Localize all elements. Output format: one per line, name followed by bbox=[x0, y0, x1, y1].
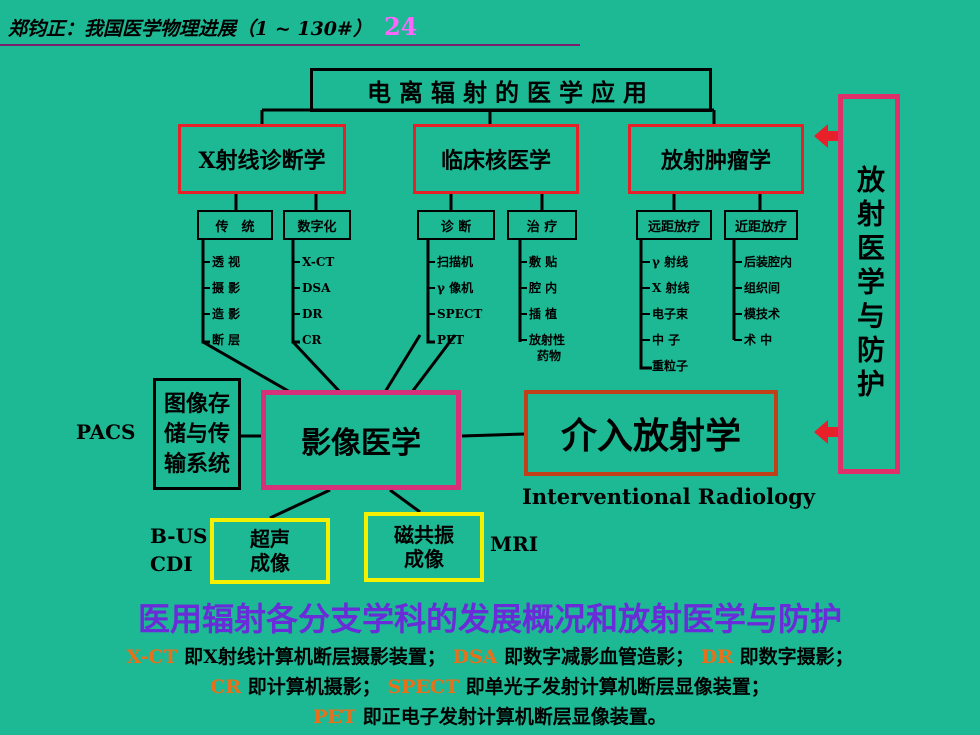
note-text: 即X射线计算机断层摄影装置； bbox=[177, 646, 446, 668]
abbr-spect: SPECT bbox=[387, 676, 460, 698]
list-item: DSA bbox=[302, 281, 331, 295]
interventional-box: 介入放射学 bbox=[524, 390, 778, 476]
sub-digital: 数字化 bbox=[283, 210, 351, 240]
mri-box-line: 磁共振 bbox=[394, 523, 454, 547]
top-title: 电离辐射的医学应用 bbox=[367, 77, 655, 107]
list-item: 中 子 bbox=[652, 333, 681, 347]
list-brachytherapy: 后装腔内 组织间 模技术 术 中 bbox=[744, 249, 792, 353]
list-item: 组织间 bbox=[744, 281, 781, 295]
ultrasound-box-line: 超声 bbox=[250, 527, 290, 551]
list-traditional: 透 视 摄 影 造 影 断 层 bbox=[212, 249, 240, 353]
list-item: 扫描机 bbox=[437, 255, 474, 269]
list-item: 术 中 bbox=[744, 333, 773, 347]
sub-treatment: 治 疗 bbox=[507, 210, 577, 240]
sub-diagnosis: 诊 断 bbox=[417, 210, 495, 240]
branch-oncology: 放射肿瘤学 bbox=[628, 124, 804, 194]
branch-nuclear: 临床核医学 bbox=[413, 124, 579, 194]
imaging-medicine-label: 影像医学 bbox=[301, 426, 421, 461]
ultrasound-box-line: 成像 bbox=[250, 551, 290, 575]
pacs-box-line: 储与传 bbox=[163, 421, 230, 447]
list-item: 后装腔内 bbox=[744, 255, 793, 269]
cdi-label: CDI bbox=[150, 552, 193, 576]
list-item: X-CT bbox=[302, 255, 335, 269]
sub-brachytherapy-label: 近距放疗 bbox=[734, 219, 787, 235]
note-text: 即数字摄影； bbox=[733, 646, 854, 668]
interventional-english: Interventional Radiology bbox=[522, 484, 815, 509]
list-digital: X-CT DSA DR CR bbox=[302, 249, 334, 353]
list-item: 放射性 bbox=[529, 333, 566, 347]
sub-digital-label: 数字化 bbox=[297, 219, 337, 235]
list-item: X 射线 bbox=[652, 281, 690, 295]
abbr-dr: DR bbox=[700, 646, 734, 668]
top-title-box: 电离辐射的医学应用 bbox=[310, 68, 712, 112]
sub-teletherapy-label: 远距放疗 bbox=[647, 219, 700, 235]
list-item: PET bbox=[437, 333, 465, 347]
list-item: 敷 贴 bbox=[529, 255, 558, 269]
pacs-box: 图像存 储与传 输系统 bbox=[153, 378, 241, 490]
note-text: 即单光子发射计算机断层显像装置； bbox=[459, 676, 770, 698]
bus-label: B-US bbox=[150, 524, 208, 548]
sub-treatment-label: 治 疗 bbox=[526, 219, 558, 235]
note-text: 即计算机摄影； bbox=[241, 676, 381, 698]
main-title: 医用辐射各分支学科的发展概况和放射医学与防护 bbox=[137, 600, 842, 638]
list-item: γ 射线 bbox=[652, 255, 689, 269]
sub-traditional: 传 统 bbox=[197, 210, 273, 240]
list-diagnosis: 扫描机 γ 像机 SPECT PET bbox=[437, 249, 482, 353]
branch-nuclear-label: 临床核医学 bbox=[440, 148, 551, 174]
pacs-box-line: 输系统 bbox=[163, 451, 230, 477]
slide-header: 郑钧正：我国医学物理进展（1 ~ 130#） 24 bbox=[8, 12, 417, 41]
abbr-xct: X-CT bbox=[126, 646, 178, 668]
list-item: 模技术 bbox=[744, 307, 781, 321]
pacs-label: PACS bbox=[76, 420, 136, 444]
side-box-label: 放射医学与防护 bbox=[853, 165, 886, 403]
mri-box: 磁共振 成像 bbox=[364, 512, 484, 582]
header-divider bbox=[0, 44, 580, 46]
list-item: 摄 影 bbox=[212, 281, 241, 295]
arrow-icon bbox=[814, 124, 838, 444]
page-number: 24 bbox=[383, 12, 418, 41]
branch-xray-label: X射线诊断学 bbox=[198, 148, 326, 174]
sub-brachytherapy: 近距放疗 bbox=[724, 210, 798, 240]
list-item: 腔 内 bbox=[529, 281, 558, 295]
branch-oncology-label: 放射肿瘤学 bbox=[660, 148, 771, 174]
note-line-3: PET 即正电子发射计算机断层显像装置。 bbox=[0, 702, 980, 729]
list-item: 造 影 bbox=[212, 307, 241, 321]
mri-label: MRI bbox=[490, 532, 539, 556]
list-item: 透 视 bbox=[212, 255, 241, 269]
interventional-label: 介入放射学 bbox=[560, 415, 741, 457]
list-item: SPECT bbox=[437, 307, 483, 321]
pacs-box-line: 图像存 bbox=[163, 391, 230, 417]
abbr-dsa: DSA bbox=[452, 646, 498, 668]
sub-diagnosis-label: 诊 断 bbox=[440, 219, 472, 235]
list-item: DR bbox=[302, 307, 323, 321]
note-line-2: CR 即计算机摄影； SPECT 即单光子发射计算机断层显像装置； bbox=[0, 672, 980, 699]
ultrasound-box: 超声 成像 bbox=[210, 518, 330, 584]
sub-traditional-label: 传 统 bbox=[215, 219, 255, 235]
list-treatment: 敷 贴 腔 内 插 植 放射性 药物 bbox=[529, 249, 565, 364]
header-text: 郑钧正：我国医学物理进展（1 ~ 130#） bbox=[8, 18, 372, 40]
mri-box-line: 成像 bbox=[404, 547, 444, 571]
list-item: CR bbox=[302, 333, 322, 347]
note-line-1: X-CT 即X射线计算机断层摄影装置； DSA 即数字减影血管造影； DR 即数… bbox=[0, 642, 980, 669]
list-item: 电子束 bbox=[652, 307, 689, 321]
branch-xray: X射线诊断学 bbox=[178, 124, 346, 194]
list-item: 药物 bbox=[537, 349, 562, 363]
list-item: 插 植 bbox=[529, 307, 558, 321]
list-item: 重粒子 bbox=[652, 359, 689, 373]
list-item: 断 层 bbox=[212, 333, 241, 347]
sub-teletherapy: 远距放疗 bbox=[636, 210, 712, 240]
note-text: 即正电子发射计算机断层显像装置。 bbox=[356, 706, 667, 728]
ultrasound-labels: B-US CDI bbox=[150, 522, 207, 578]
note-text: 即数字减影血管造影； bbox=[497, 646, 695, 668]
abbr-cr: CR bbox=[210, 676, 242, 698]
list-teletherapy: γ 射线 X 射线 电子束 中 子 重粒子 bbox=[652, 249, 690, 379]
side-radiation-protection: 放射医学与防护 bbox=[838, 94, 900, 474]
imaging-medicine-box: 影像医学 bbox=[261, 390, 461, 490]
abbr-pet: PET bbox=[313, 706, 357, 728]
list-item: γ 像机 bbox=[437, 281, 474, 295]
